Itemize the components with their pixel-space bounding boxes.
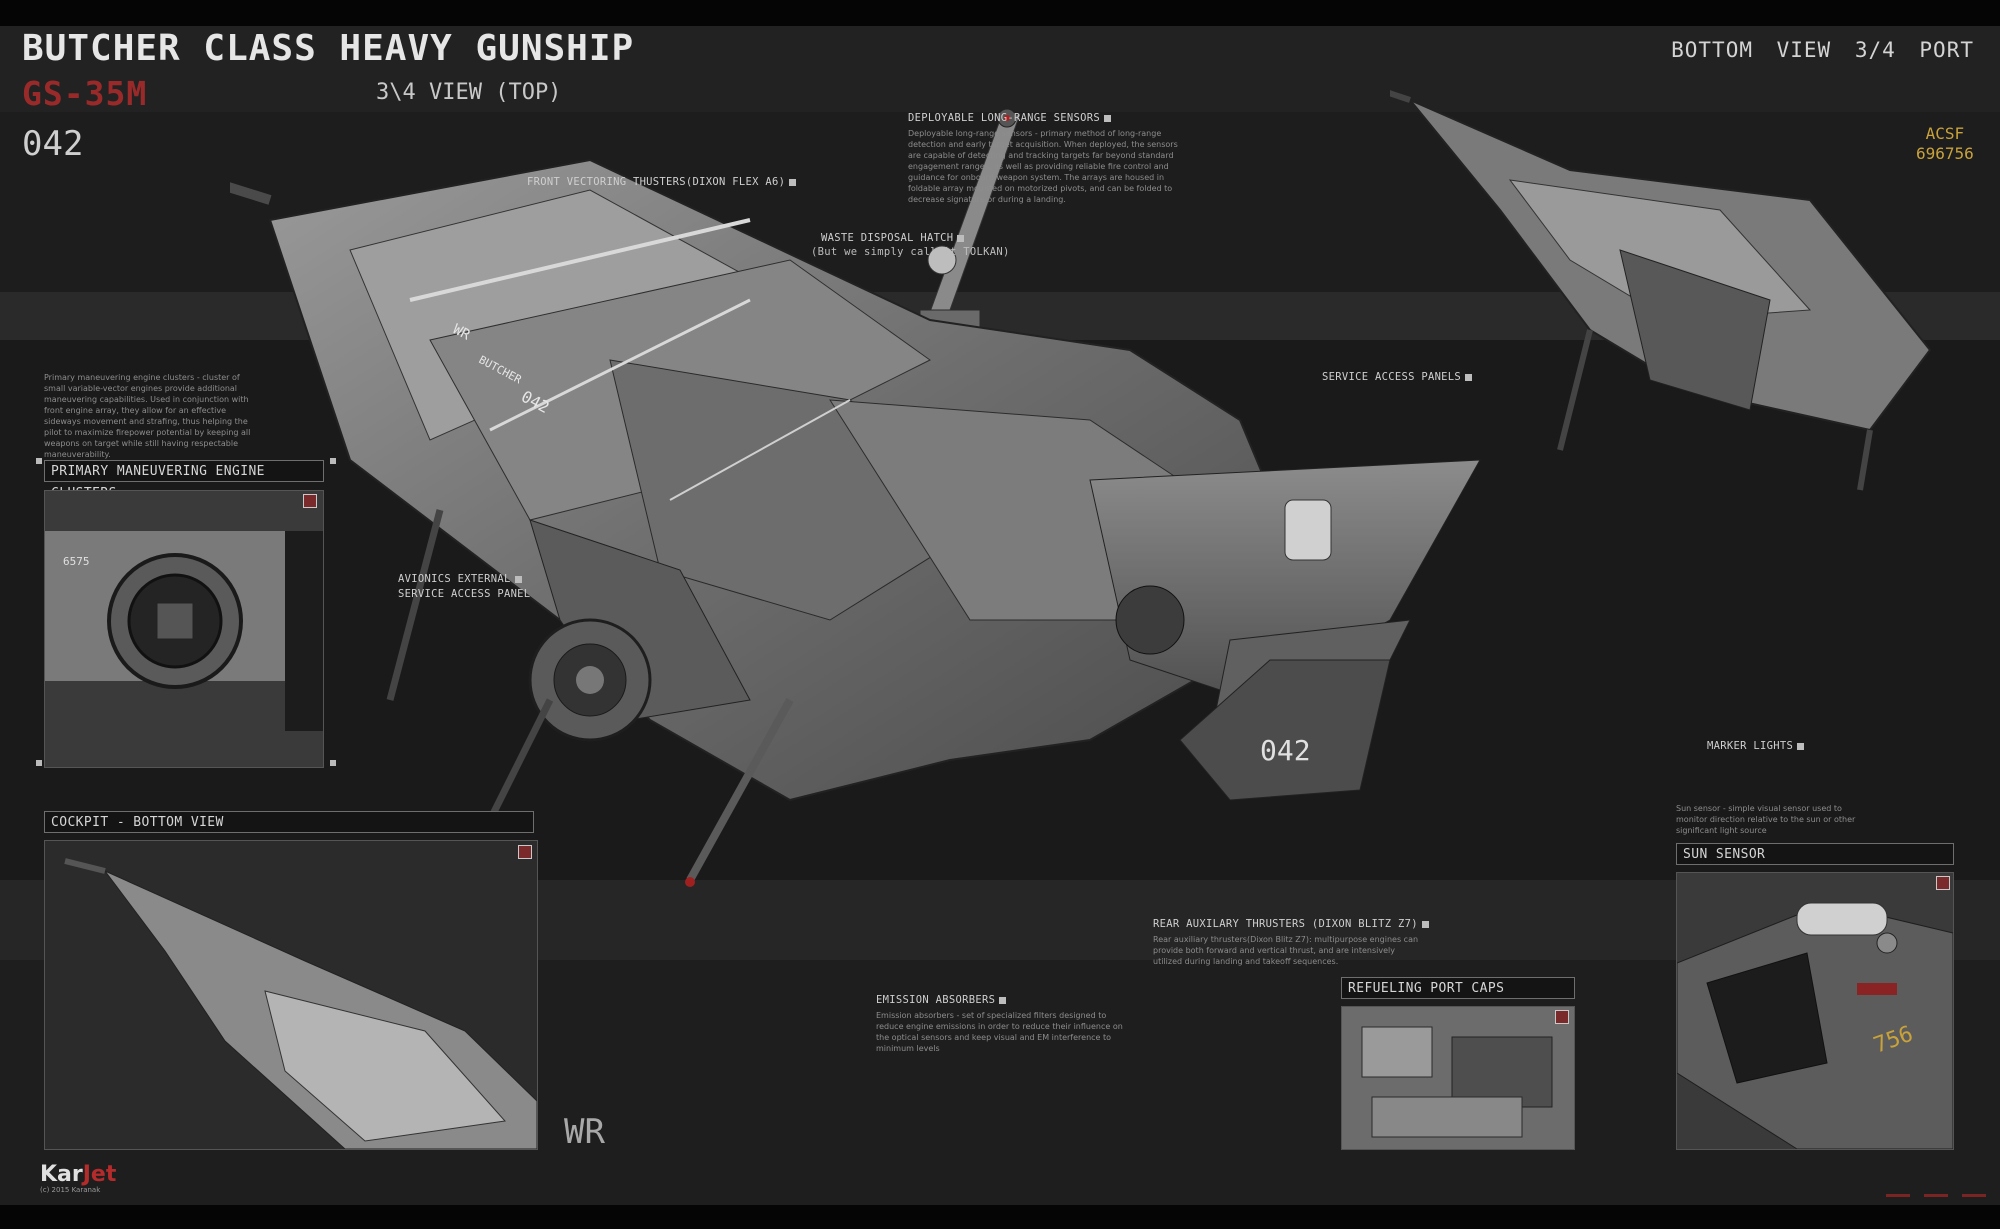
header-band <box>0 26 2000 112</box>
front-thrusters-title: FRONT VECTORING THUSTERS(DIXON FLEX A6) <box>527 176 786 188</box>
corner-marker <box>330 458 336 464</box>
engine-clusters-inset: 6575 <box>44 490 324 768</box>
engine-clusters-image: 6575 <box>45 491 323 767</box>
refueling-image <box>1342 1007 1574 1149</box>
refueling-inset <box>1341 1006 1575 1150</box>
hull-number: 042 <box>22 124 84 164</box>
service-panels-title: SERVICE ACCESS PANELS <box>1322 371 1462 383</box>
corner-marker <box>36 458 42 464</box>
bottom-view-ship <box>1390 90 1932 491</box>
callout-rear-thrusters: REAR AUXILARY THRUSTERS (DIXON BLITZ Z7) <box>1153 918 1429 930</box>
main-ship-illustration: 042 WR BUTCHER 042 <box>230 108 1481 887</box>
callout-front-thrusters: FRONT VECTORING THUSTERS(DIXON FLEX A6) <box>527 176 797 188</box>
panel-label-sun-sensor: SUN SENSOR <box>1676 843 1954 865</box>
callout-long-range-sensors: DEPLOYABLE LONG-RANGE SENSORS <box>908 112 1112 124</box>
ship-title: BUTCHER CLASS HEAVY GUNSHIP <box>22 28 635 69</box>
panel-marker <box>303 494 317 508</box>
avionics-line2: SERVICE ACCESS PANEL <box>398 588 531 600</box>
logo-part-b: Jet <box>82 1162 117 1187</box>
wr-marking: WR <box>450 321 473 343</box>
callout-emission: EMISSION ABSORBERS <box>876 994 1007 1006</box>
panel-label-refueling: REFUELING PORT CAPS <box>1341 977 1575 999</box>
logo-part-a: Kar <box>40 1162 83 1187</box>
panel-marker <box>1555 1010 1569 1024</box>
callout-marker-lights: MARKER LIGHTS <box>1707 740 1805 752</box>
gun-barrels <box>230 182 794 887</box>
sun-sensor-inset: 756 <box>1676 872 1954 1150</box>
waste-hatch-subtitle: (But we simply call it TOLKAN) <box>811 246 1010 258</box>
tail-number: 042 <box>1260 734 1311 767</box>
footer-dash <box>1886 1194 1910 1197</box>
artist-logo: KarJet <box>40 1162 116 1187</box>
panel-label-cockpit: COCKPIT - BOTTOM VIEW <box>44 811 534 833</box>
top-bar <box>0 0 2000 26</box>
corner-marker <box>330 760 336 766</box>
sun-sensor-desc: Sun sensor - simple visual sensor used t… <box>1676 804 1856 835</box>
engine-cluster <box>528 585 1185 742</box>
callout-avionics: AVIONICS EXTERNAL <box>398 573 522 585</box>
cockpit-inset <box>44 840 538 1150</box>
copyright: (c) 2015 Karanak <box>40 1186 101 1194</box>
panel-marker <box>1936 876 1950 890</box>
avionics-line1: AVIONICS EXTERNAL <box>398 573 511 585</box>
rear-thrusters-desc: Rear auxiliary thrusters(Dixon Blitz Z7)… <box>1153 935 1419 966</box>
waste-hatch-title: WASTE DISPOSAL HATCH <box>821 232 954 244</box>
acsf-label: ACSF <box>1925 124 1965 143</box>
marker-lights-title: MARKER LIGHTS <box>1707 740 1794 752</box>
footer-dash <box>1962 1194 1986 1197</box>
bottom-bar <box>0 1205 2000 1229</box>
emission-title: EMISSION ABSORBERS <box>876 994 996 1006</box>
acsf-block: ACSF 696756 <box>1916 124 1974 164</box>
panel-label-engine-clusters: PRIMARY MANEUVERING ENGINE CLUSTERS <box>44 460 324 501</box>
view-label: 3\4 VIEW (TOP) <box>376 80 562 105</box>
callout-waste-hatch: WASTE DISPOSAL HATCH <box>821 232 965 244</box>
callout-service-panels: SERVICE ACCESS PANELS <box>1322 371 1473 383</box>
bottom-view-label: BOTTOM VIEW 3/4 PORT <box>1671 38 1974 62</box>
long-range-sensors-desc: Deployable long-range sensors - primary … <box>908 129 1178 204</box>
footer-dash <box>1924 1194 1948 1197</box>
long-range-sensors-title: DEPLOYABLE LONG-RANGE SENSORS <box>908 112 1101 124</box>
hull-body <box>268 158 1292 802</box>
maneuvering-desc: Primary maneuvering engine clusters - cl… <box>44 373 251 459</box>
rear-wing: 042 <box>1089 459 1481 801</box>
sun-sensor-image: 756 <box>1677 873 1953 1149</box>
acsf-number: 696756 <box>1916 144 1974 163</box>
emission-desc: Emission absorbers - set of specialized … <box>876 1011 1123 1053</box>
engine-number: 6575 <box>63 555 90 568</box>
ship-code: GS-35M <box>22 74 148 113</box>
rear-thrusters-title: REAR AUXILARY THRUSTERS (DIXON BLITZ Z7) <box>1153 918 1418 930</box>
cockpit-image <box>45 841 537 1149</box>
corner-wr-marking: WR <box>564 1112 605 1152</box>
corner-marker <box>36 760 42 766</box>
panel-marker <box>518 845 532 859</box>
